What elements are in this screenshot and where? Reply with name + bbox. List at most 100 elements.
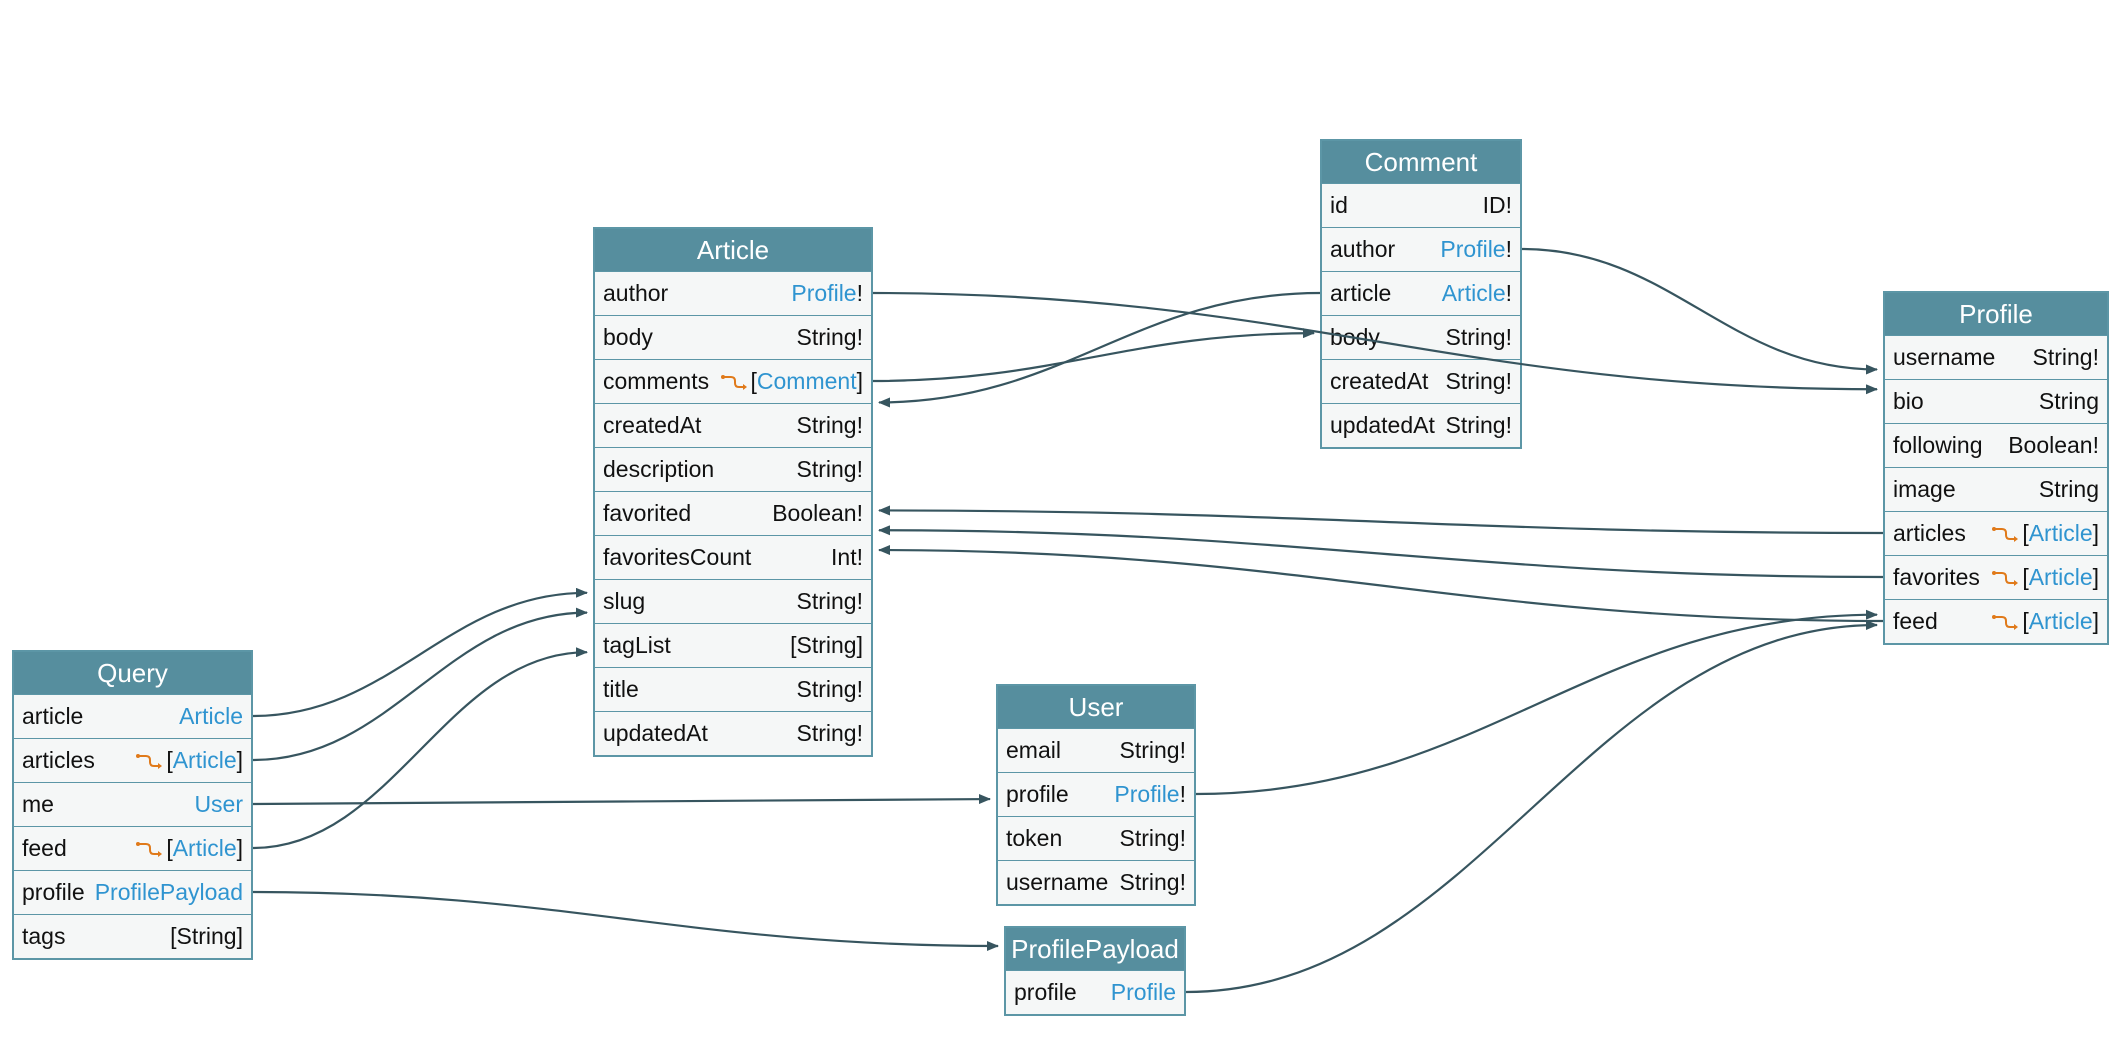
edge-query-profile-to-profilepayload bbox=[252, 890, 999, 951]
field-type: Boolean! bbox=[772, 500, 863, 526]
field-row[interactable]: profile ProfilePayload bbox=[14, 870, 251, 914]
field-type: Profile bbox=[1111, 979, 1176, 1006]
edge-user-profile-to-profile bbox=[1195, 609, 1878, 796]
field-type: String! bbox=[2032, 344, 2099, 370]
field-row[interactable]: id ID! bbox=[1322, 183, 1520, 227]
field-row[interactable]: slug String! bbox=[595, 579, 871, 623]
field-row[interactable]: articles [Article] bbox=[14, 738, 251, 782]
node-article[interactable]: Article author Profile! body String! com… bbox=[593, 227, 873, 757]
type-link[interactable]: Article bbox=[172, 747, 237, 773]
type-link[interactable]: Profile bbox=[791, 280, 857, 306]
field-row[interactable]: username String! bbox=[1885, 335, 2107, 379]
field-row[interactable]: profile Profile! bbox=[998, 772, 1194, 816]
field-type: [Comment] bbox=[720, 368, 863, 395]
field-row[interactable]: author Profile! bbox=[1322, 227, 1520, 271]
node-comment[interactable]: Comment id ID! author Profile! article A… bbox=[1320, 139, 1522, 449]
node-title: Comment bbox=[1322, 141, 1520, 183]
field-row[interactable]: following Boolean! bbox=[1885, 423, 2107, 467]
edge-query-articles-to-article bbox=[252, 607, 588, 762]
field-name: profile bbox=[22, 879, 85, 905]
field-name: feed bbox=[22, 835, 67, 861]
field-row[interactable]: updatedAt String! bbox=[1322, 403, 1520, 447]
field-type: Int! bbox=[831, 544, 863, 570]
type-link[interactable]: Article bbox=[179, 703, 243, 729]
field-name: tags bbox=[22, 923, 66, 949]
field-name: following bbox=[1893, 432, 1983, 458]
field-type: String! bbox=[796, 588, 863, 614]
node-title: Article bbox=[595, 229, 871, 271]
field-name: slug bbox=[603, 588, 646, 614]
field-row[interactable]: tags [String] bbox=[14, 914, 251, 958]
field-row[interactable]: image String bbox=[1885, 467, 2107, 511]
type-link[interactable]: Article bbox=[2028, 520, 2093, 546]
field-type: String bbox=[2038, 476, 2099, 502]
node-profile[interactable]: Profile username String! bio String foll… bbox=[1883, 291, 2109, 645]
edge-query-article-to-article bbox=[252, 587, 588, 718]
field-row[interactable]: title String! bbox=[595, 667, 871, 711]
field-name: username bbox=[1006, 869, 1109, 895]
field-type: [Article] bbox=[1992, 564, 2099, 591]
field-name: article bbox=[1330, 280, 1392, 306]
node-user[interactable]: User email String! profile Profile! toke… bbox=[996, 684, 1196, 906]
field-row[interactable]: favorites [Article] bbox=[1885, 555, 2107, 599]
node-title: User bbox=[998, 686, 1194, 728]
field-row[interactable]: feed [Article] bbox=[1885, 599, 2107, 643]
type-link[interactable]: Article bbox=[1441, 280, 1506, 306]
field-type: Boolean! bbox=[2008, 432, 2099, 458]
field-row[interactable]: article Article bbox=[14, 694, 251, 738]
connection-icon bbox=[1992, 614, 2019, 630]
field-type: [String] bbox=[790, 632, 863, 658]
field-row[interactable]: body String! bbox=[595, 315, 871, 359]
field-row[interactable]: profile Profile bbox=[1006, 970, 1184, 1014]
field-row[interactable]: updatedAt String! bbox=[595, 711, 871, 755]
type-link[interactable]: Profile bbox=[1110, 979, 1176, 1005]
field-name: body bbox=[603, 324, 653, 350]
field-name: token bbox=[1006, 825, 1063, 851]
field-row[interactable]: articles [Article] bbox=[1885, 511, 2107, 555]
edge-profilepayload-profile-to-profile bbox=[1185, 620, 1878, 994]
field-row[interactable]: description String! bbox=[595, 447, 871, 491]
field-row[interactable]: body String! bbox=[1322, 315, 1520, 359]
field-name: title bbox=[603, 676, 639, 702]
field-row[interactable]: comments [Comment] bbox=[595, 359, 871, 403]
field-row[interactable]: tagList [String] bbox=[595, 623, 871, 667]
field-name: updatedAt bbox=[1330, 412, 1435, 438]
field-row[interactable]: email String! bbox=[998, 728, 1194, 772]
connection-icon bbox=[1992, 570, 2019, 586]
field-type: String! bbox=[796, 676, 863, 702]
field-row[interactable]: createdAt String! bbox=[595, 403, 871, 447]
type-link[interactable]: ProfilePayload bbox=[94, 879, 243, 905]
field-name: favoritesCount bbox=[603, 544, 752, 570]
type-link[interactable]: User bbox=[194, 791, 243, 817]
field-row[interactable]: article Article! bbox=[1322, 271, 1520, 315]
type-link[interactable]: Profile bbox=[1440, 236, 1506, 262]
field-name: bio bbox=[1893, 388, 1924, 414]
node-query[interactable]: Query article Article articles [Article]… bbox=[12, 650, 253, 960]
type-link[interactable]: Article bbox=[2028, 564, 2093, 590]
field-name: favorites bbox=[1893, 564, 1980, 590]
field-row[interactable]: me User bbox=[14, 782, 251, 826]
type-link[interactable]: Profile bbox=[1114, 781, 1180, 807]
field-row[interactable]: username String! bbox=[998, 860, 1194, 904]
type-link[interactable]: Article bbox=[172, 835, 237, 861]
field-row[interactable]: createdAt String! bbox=[1322, 359, 1520, 403]
edge-profile-favorites-to-article bbox=[878, 525, 1884, 579]
field-name: comments bbox=[603, 368, 710, 394]
field-type: ID! bbox=[1482, 192, 1512, 218]
field-type: String! bbox=[1445, 412, 1512, 438]
field-type: Article bbox=[179, 703, 243, 730]
field-row[interactable]: favoritesCount Int! bbox=[595, 535, 871, 579]
field-type: String bbox=[2038, 388, 2099, 414]
field-row[interactable]: token String! bbox=[998, 816, 1194, 860]
field-type: [Article] bbox=[136, 747, 243, 774]
field-type: [Article] bbox=[1992, 520, 2099, 547]
field-row[interactable]: author Profile! bbox=[595, 271, 871, 315]
field-name: description bbox=[603, 456, 715, 482]
field-row[interactable]: feed [Article] bbox=[14, 826, 251, 870]
type-link[interactable]: Article bbox=[2028, 608, 2093, 634]
connection-icon bbox=[136, 753, 163, 769]
field-row[interactable]: bio String bbox=[1885, 379, 2107, 423]
type-link[interactable]: Comment bbox=[756, 368, 857, 394]
node-profilepayload[interactable]: ProfilePayload profile Profile bbox=[1004, 926, 1186, 1016]
field-row[interactable]: favorited Boolean! bbox=[595, 491, 871, 535]
